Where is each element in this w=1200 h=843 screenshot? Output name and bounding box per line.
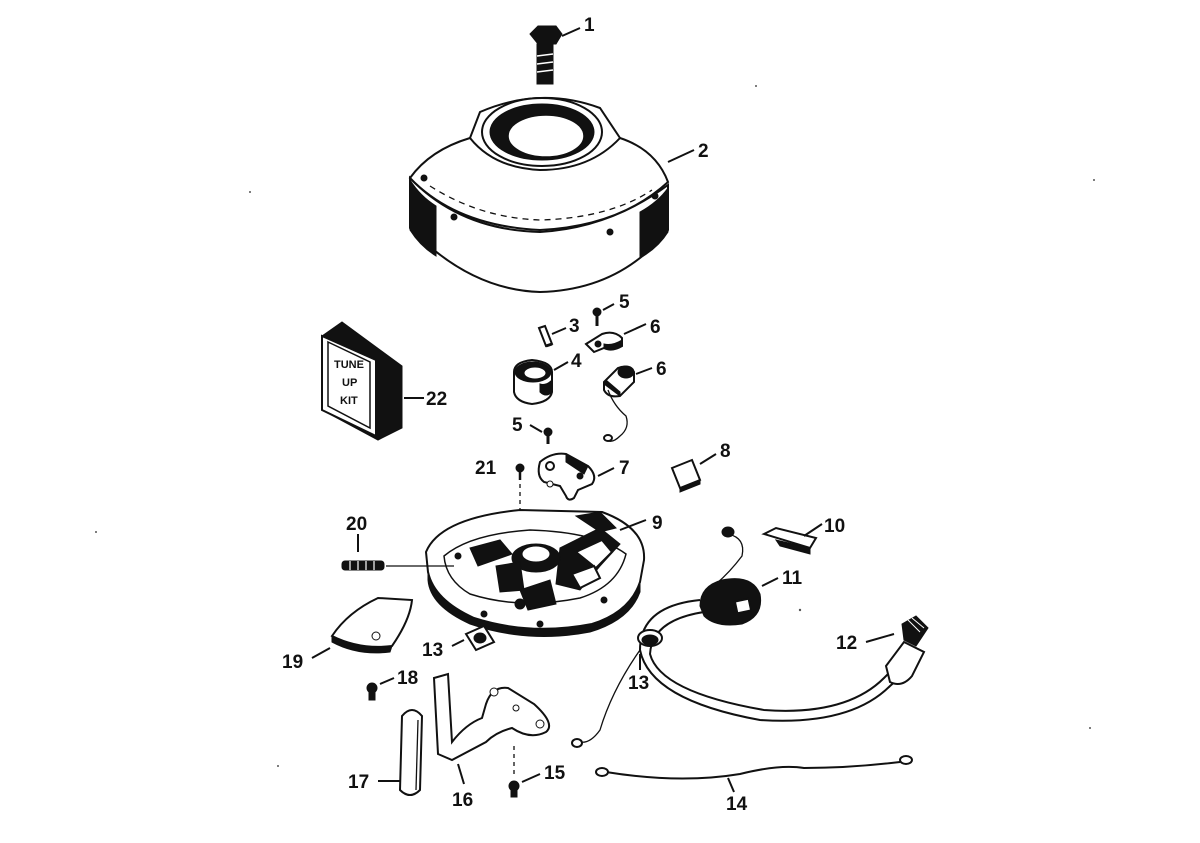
part-screw-18 bbox=[366, 682, 378, 701]
callout-17: 17 bbox=[348, 772, 369, 793]
leader-6-upper bbox=[623, 323, 647, 335]
callout-15: 15 bbox=[544, 763, 566, 784]
leader-7 bbox=[597, 467, 615, 477]
callout-20: 20 bbox=[346, 514, 367, 535]
part-bolt bbox=[529, 25, 563, 85]
callout-1: 1 bbox=[584, 15, 595, 36]
kit-label-line1: TUNE bbox=[334, 359, 364, 371]
callout-4: 4 bbox=[571, 351, 582, 372]
part-spark-plug-lead bbox=[571, 599, 929, 748]
callout-22: 22 bbox=[426, 389, 447, 410]
leader-18 bbox=[379, 677, 395, 685]
callout-6-lower: 6 bbox=[656, 359, 667, 380]
callout-11: 11 bbox=[782, 568, 803, 589]
scan-specks bbox=[95, 85, 1095, 767]
part-cover-plate bbox=[330, 596, 414, 654]
leader-8 bbox=[699, 453, 717, 465]
part-grommet-coil bbox=[637, 629, 663, 647]
callout-21: 21 bbox=[475, 458, 497, 479]
leader-5-upper bbox=[602, 303, 615, 311]
callout-12: 12 bbox=[836, 633, 857, 654]
leader-4 bbox=[553, 361, 569, 371]
callout-13-left: 13 bbox=[422, 640, 443, 661]
part-insulator-tube bbox=[398, 709, 424, 796]
callout-7: 7 bbox=[619, 458, 630, 479]
part-screw-15 bbox=[508, 746, 520, 798]
part-ignition-coil bbox=[699, 526, 762, 626]
kit-label-line3: KIT bbox=[340, 395, 358, 407]
callout-16: 16 bbox=[452, 790, 473, 811]
part-felt-pad bbox=[670, 458, 702, 493]
callout-14: 14 bbox=[726, 794, 748, 815]
part-wedge bbox=[761, 526, 818, 555]
leader-14 bbox=[727, 777, 735, 793]
part-bracket bbox=[432, 672, 550, 762]
leader-12 bbox=[865, 633, 895, 643]
leader-19 bbox=[311, 647, 331, 659]
part-armature-plate bbox=[424, 508, 646, 637]
part-tune-up-kit: TUNE UP KIT bbox=[321, 321, 403, 441]
leader-13-left bbox=[451, 639, 465, 647]
part-condenser bbox=[603, 365, 635, 442]
part-ground-wire bbox=[595, 755, 913, 780]
callout-13-right: 13 bbox=[628, 673, 649, 694]
leader-3 bbox=[551, 327, 567, 335]
part-grommet-plate bbox=[464, 624, 496, 652]
callout-6-upper: 6 bbox=[650, 317, 661, 338]
callout-5-lower: 5 bbox=[512, 415, 523, 436]
leader-6-lower bbox=[635, 367, 653, 375]
part-cam bbox=[513, 358, 553, 406]
leader-10 bbox=[803, 523, 823, 537]
part-clamp bbox=[584, 331, 623, 354]
kit-label-line2: UP bbox=[342, 377, 357, 389]
part-flywheel bbox=[408, 97, 670, 294]
leader-2 bbox=[667, 149, 695, 163]
leader-9 bbox=[619, 519, 647, 531]
part-breaker-points bbox=[537, 452, 596, 501]
callout-5-upper: 5 bbox=[619, 292, 630, 313]
part-screw-upper bbox=[592, 307, 602, 326]
leader-16 bbox=[457, 763, 465, 785]
part-key bbox=[537, 324, 554, 348]
callout-9: 9 bbox=[652, 513, 663, 534]
part-screw-lower bbox=[543, 427, 553, 444]
leader-11 bbox=[761, 577, 779, 587]
leader-5-lower bbox=[529, 424, 543, 433]
callout-8: 8 bbox=[720, 441, 731, 462]
leader-1 bbox=[561, 27, 581, 37]
callout-2: 2 bbox=[698, 141, 709, 162]
callout-3: 3 bbox=[569, 316, 580, 337]
callout-10: 10 bbox=[824, 516, 845, 537]
part-spring bbox=[341, 560, 454, 571]
callout-18: 18 bbox=[397, 668, 418, 689]
leader-15 bbox=[521, 773, 541, 783]
callout-19: 19 bbox=[282, 652, 303, 673]
